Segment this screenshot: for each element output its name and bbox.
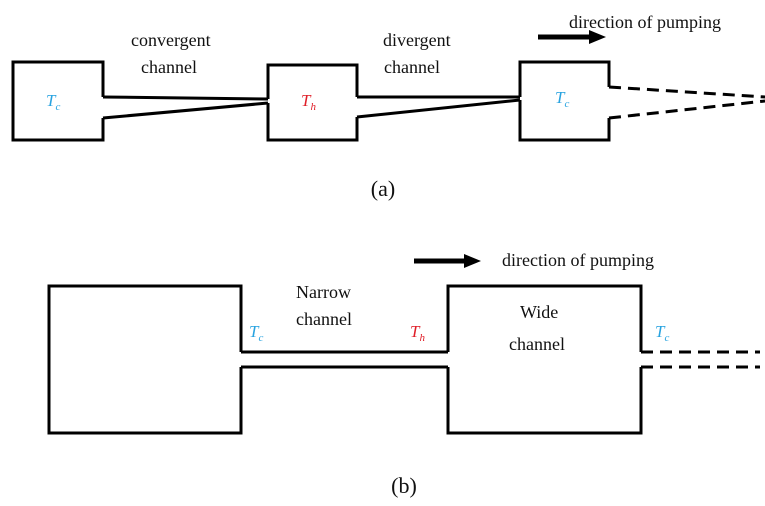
- panel-a-temp-middle: Th: [301, 91, 316, 113]
- panel-a-convergent-wall-bottom: [102, 101, 269, 120]
- panel-b-pumping-label: direction of pumping: [502, 250, 654, 270]
- panel-a-temp-right: Tc: [555, 88, 569, 110]
- panel-a: [11, 60, 765, 142]
- panel-b-temp-right: Tc: [655, 322, 669, 344]
- panel-b-caption: (b): [391, 473, 417, 498]
- panel-a-chamber-right: [518, 60, 611, 142]
- panel-a-chamber-left: [11, 60, 105, 142]
- panel-a-caption: (a): [371, 176, 395, 201]
- panel-a-pumping-arrow: [538, 30, 606, 44]
- panel-a-chamber-middle: [266, 63, 359, 142]
- panel-a-divergent-wall-bottom: [356, 98, 521, 119]
- panel-b-wide-label-line2: channel: [509, 334, 565, 354]
- panel-b-chamber-wide: [446, 284, 643, 435]
- panel-b-temp-middle: Th: [410, 322, 425, 344]
- panel-a-dashed-wall-bottom: [608, 99, 765, 120]
- panel-b-wide-label-line1: Wide: [520, 302, 558, 322]
- panel-b-pumping-arrow: [414, 254, 481, 268]
- panel-a-temp-left: Tc: [46, 91, 60, 113]
- panel-b-chamber-left: [47, 284, 243, 435]
- panel-b-narrow-label-line2: channel: [296, 309, 352, 329]
- panel-a-divergent-label-line2: channel: [384, 57, 440, 77]
- panel-a-convergent-label-line2: channel: [141, 57, 197, 77]
- panel-a-divergent-label-line1: divergent: [383, 30, 451, 50]
- panel-b-temp-left: Tc: [249, 322, 263, 344]
- panel-a-convergent-label-line1: convergent: [131, 30, 211, 50]
- panel-a-convergent-wall-top: [102, 95, 269, 101]
- panel-a-pumping-label: direction of pumping: [569, 12, 721, 32]
- panel-a-dashed-wall-top: [608, 85, 765, 99]
- panel-b: [47, 284, 760, 435]
- panel-b-narrow-label-line1: Narrow: [296, 282, 351, 302]
